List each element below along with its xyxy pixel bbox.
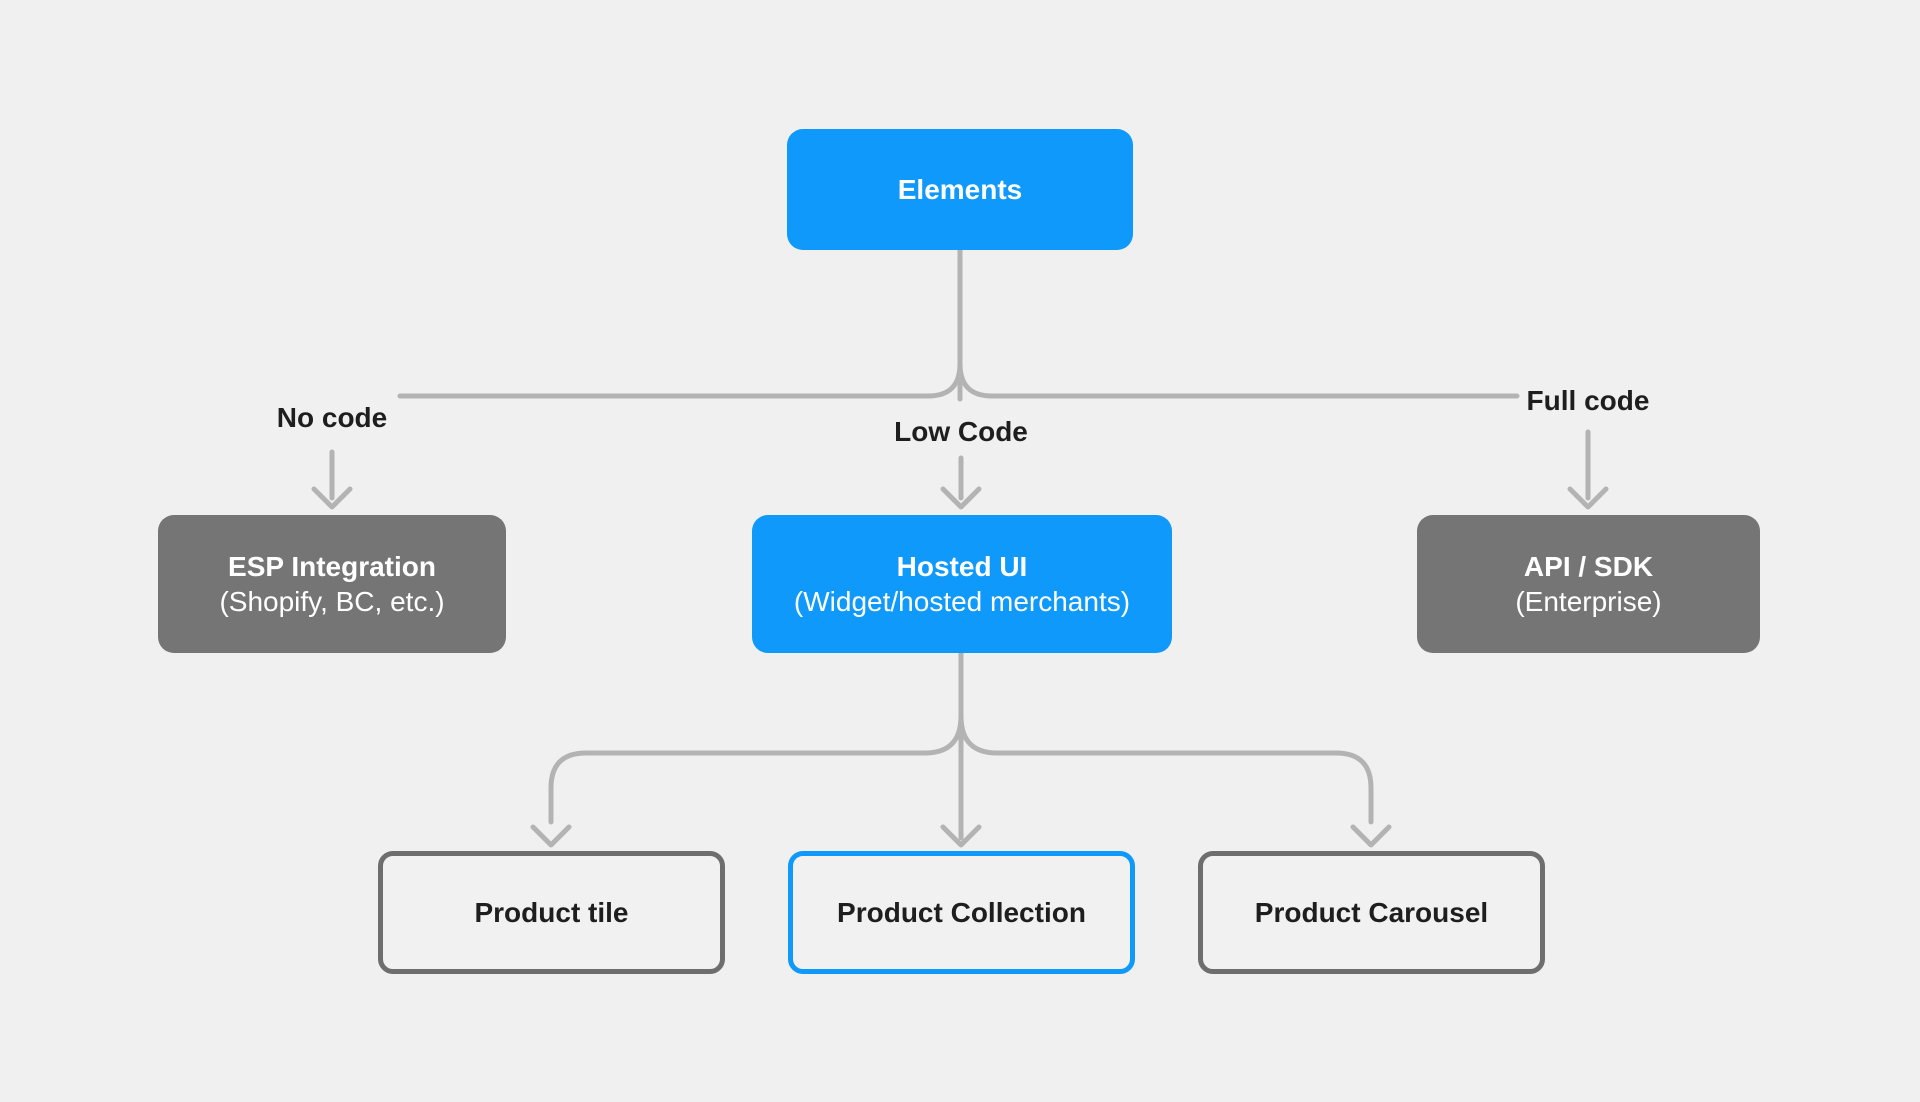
node-esp-integration: ESP Integration (Shopify, BC, etc.) (158, 515, 506, 653)
arrow-down-icon (1350, 824, 1392, 848)
arrow-down-icon (940, 455, 982, 510)
node-title: Hosted UI (896, 551, 1028, 582)
arrow-down-icon (940, 824, 982, 848)
node-title: Product Collection (837, 897, 1086, 928)
branch-label-low-code: Low Code (894, 416, 1028, 447)
node-api-sdk: API / SDK (Enterprise) (1417, 515, 1760, 653)
arrow-down-icon (311, 449, 353, 510)
node-subtitle: (Enterprise) (1515, 586, 1662, 617)
node-title: Product tile (474, 897, 629, 928)
node-title: Elements (897, 174, 1023, 205)
node-product-collection: Product Collection (788, 851, 1135, 974)
branch-label-no-code: No code (276, 402, 388, 433)
node-title: ESP Integration (228, 551, 436, 582)
arrow-down-icon (530, 824, 572, 848)
lower-tree-connector (548, 649, 1374, 841)
arrow-down-icon (1567, 429, 1609, 510)
branch-label-full-code: Full code (1526, 385, 1650, 416)
node-hosted-ui: Hosted UI (Widget/hosted merchants) (752, 515, 1172, 653)
node-subtitle: (Widget/hosted merchants) (793, 586, 1131, 617)
node-subtitle: (Shopify, BC, etc.) (219, 586, 445, 617)
node-title: Product Carousel (1254, 897, 1489, 928)
node-elements: Elements (787, 129, 1133, 250)
top-tree-connector (397, 247, 1520, 402)
node-title: API / SDK (1523, 551, 1654, 582)
node-product-tile: Product tile (378, 851, 725, 974)
node-product-carousel: Product Carousel (1198, 851, 1545, 974)
